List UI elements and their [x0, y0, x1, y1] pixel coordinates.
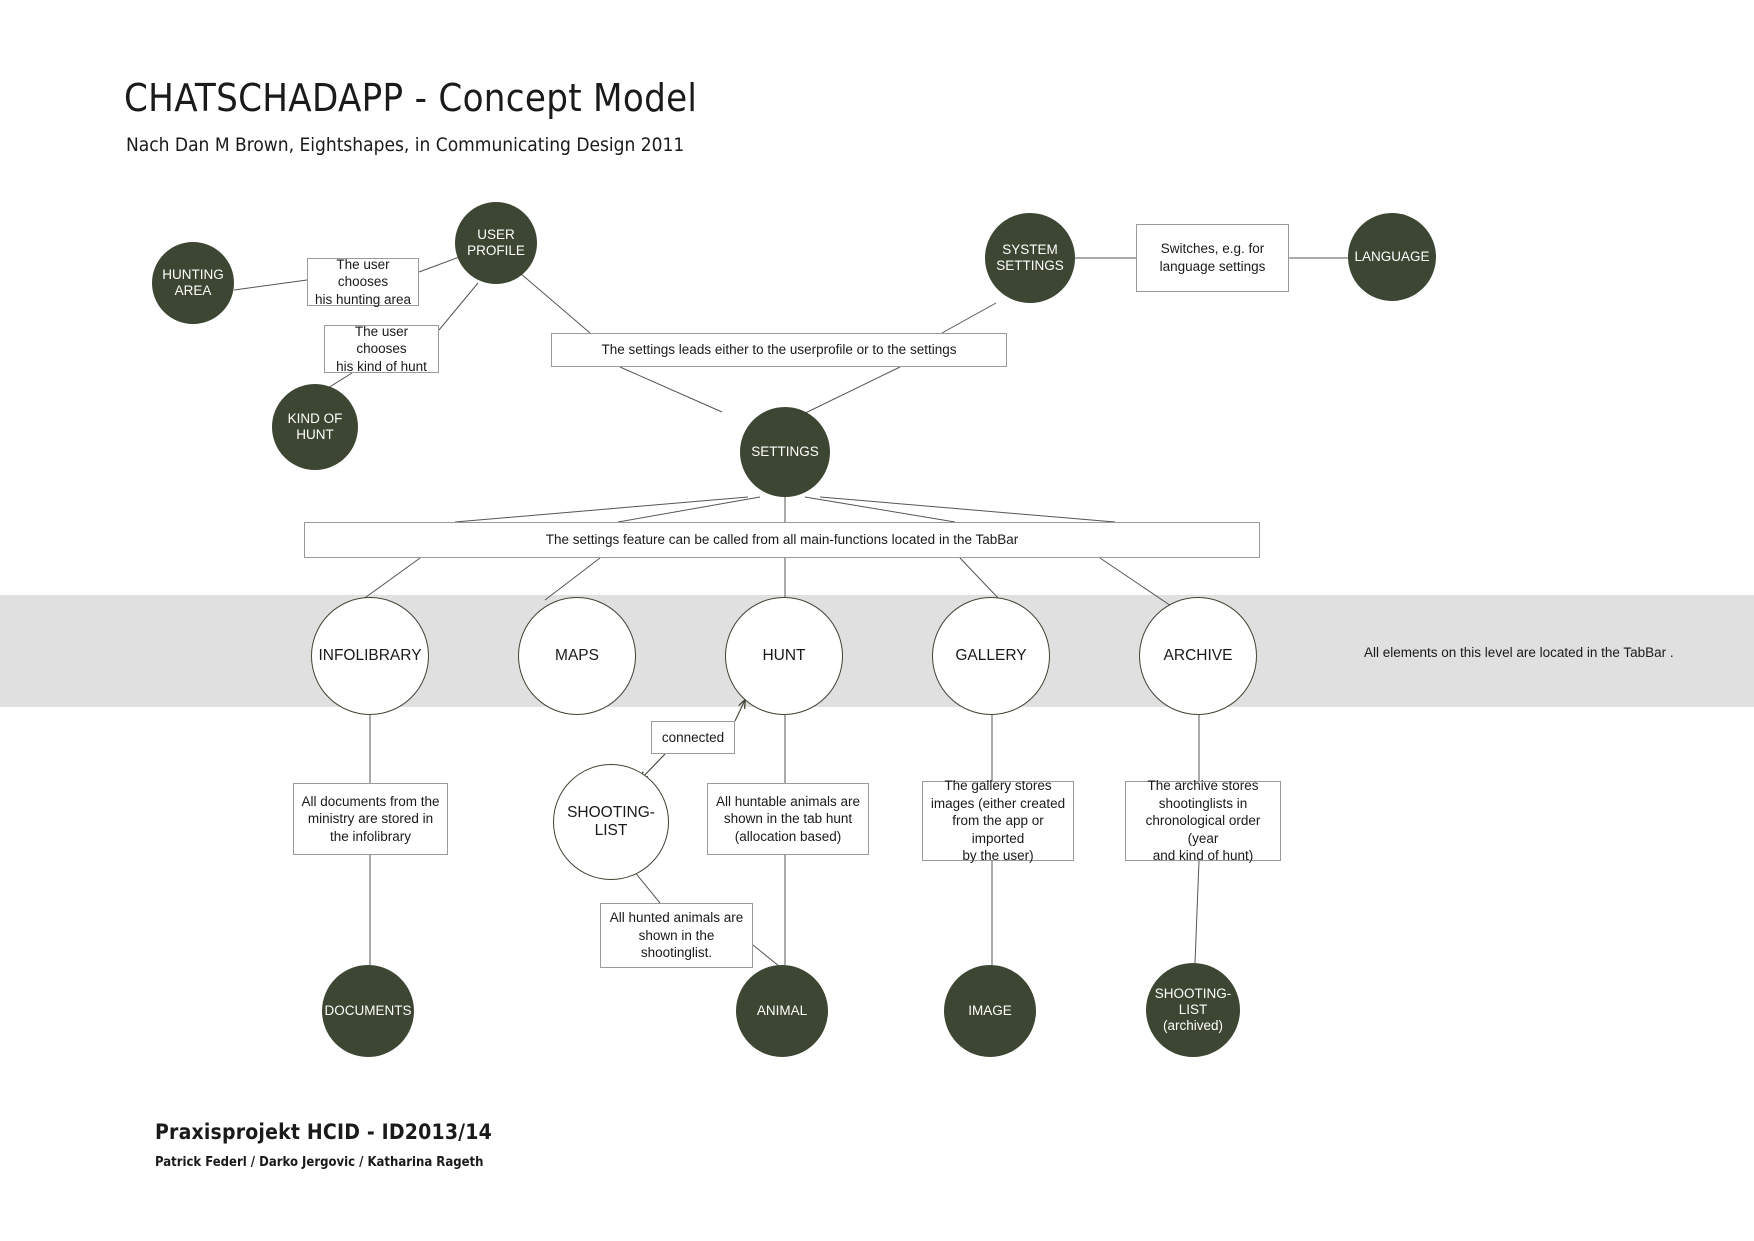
node-label-kind-of-hunt: KIND OF HUNT [287, 411, 343, 442]
note-tabbar-text: The settings feature can be called from … [545, 532, 1019, 548]
node-shooting-list-archived[interactable]: SHOOTING- LIST (archived) [1146, 963, 1240, 1057]
node-label-hunt: HUNT [762, 646, 806, 664]
node-settings[interactable]: SETTINGS [740, 407, 830, 497]
node-label-archive: ARCHIVE [1163, 646, 1233, 664]
note-hunting-area-text: The user chooses his hunting area [314, 256, 412, 307]
node-label-shooting-list: SHOOTING- LIST [567, 803, 655, 839]
note-infolibrary-text: All documents from the ministry are stor… [301, 793, 440, 844]
note-switches: Switches, e.g. for language settings [1136, 224, 1289, 292]
node-system-settings[interactable]: SYSTEM SETTINGS [985, 213, 1075, 303]
node-gallery[interactable]: GALLERY [932, 597, 1050, 715]
node-animal[interactable]: ANIMAL [736, 965, 828, 1057]
node-label-documents: DOCUMENTS [324, 1003, 412, 1019]
node-language[interactable]: LANGUAGE [1348, 213, 1436, 301]
footer-project: Praxisprojekt HCID - ID2013/14 [155, 1120, 492, 1144]
page-subtitle: Nach Dan M Brown, Eightshapes, in Commun… [126, 134, 685, 156]
note-settings-leads: The settings leads either to the userpro… [551, 333, 1007, 367]
node-shooting-list[interactable]: SHOOTING- LIST [553, 764, 669, 880]
page-title: CHATSCHADAPP - Concept Model [124, 76, 698, 120]
node-label-infolibrary: INFOLIBRARY [318, 646, 422, 664]
node-label-gallery: GALLERY [955, 646, 1027, 664]
note-infolibrary: All documents from the ministry are stor… [293, 783, 448, 855]
note-hunting-area: The user chooses his hunting area [307, 256, 419, 307]
note-archive-text: The archive stores shootinglists in chro… [1145, 778, 1261, 864]
node-hunting-area[interactable]: HUNTING AREA [152, 242, 234, 324]
node-label-user-profile: USER PROFILE [467, 227, 525, 258]
note-hunt: All huntable animals are shown in the ta… [707, 783, 869, 855]
note-tabbar: The settings feature can be called from … [304, 522, 1260, 558]
tabbar-level-band [0, 595, 1754, 707]
footer-authors: Patrick Federl / Darko Jergovic / Kathar… [155, 1155, 484, 1170]
node-kind-of-hunt[interactable]: KIND OF HUNT [272, 384, 358, 470]
node-infolibrary[interactable]: INFOLIBRARY [311, 597, 429, 715]
node-label-language: LANGUAGE [1354, 249, 1430, 265]
node-documents[interactable]: DOCUMENTS [322, 965, 414, 1057]
note-kind-of-hunt: The user chooses his kind of hunt [324, 323, 439, 374]
note-connected: connected [651, 721, 735, 754]
node-label-hunting-area: HUNTING AREA [162, 267, 224, 298]
band-caption: All elements on this level are located i… [1364, 645, 1674, 660]
note-connected-text: connected [661, 729, 725, 745]
note-shootinglist-text: All hunted animals are shown in the shoo… [609, 910, 744, 961]
note-gallery: The gallery stores images (either create… [922, 778, 1074, 863]
note-shootinglist: All hunted animals are shown in the shoo… [600, 903, 753, 968]
node-label-image: IMAGE [968, 1003, 1012, 1019]
node-label-shooting-list-archived: SHOOTING- LIST (archived) [1154, 986, 1232, 1033]
node-archive[interactable]: ARCHIVE [1139, 597, 1257, 715]
node-label-animal: ANIMAL [756, 1003, 808, 1019]
node-maps[interactable]: MAPS [518, 597, 636, 715]
node-image[interactable]: IMAGE [944, 965, 1036, 1057]
note-switches-text: Switches, e.g. for language settings [1159, 241, 1266, 274]
node-label-system-settings: SYSTEM SETTINGS [996, 242, 1064, 273]
note-hunt-text: All huntable animals are shown in the ta… [715, 793, 861, 844]
node-user-profile[interactable]: USER PROFILE [455, 202, 537, 284]
node-hunt[interactable]: HUNT [725, 597, 843, 715]
note-gallery-text: The gallery stores images (either create… [930, 778, 1066, 864]
note-settings-leads-text: The settings leads either to the userpro… [601, 342, 957, 358]
node-label-maps: MAPS [555, 646, 599, 664]
note-kind-of-hunt-text: The user chooses his kind of hunt [336, 323, 427, 374]
note-archive: The archive stores shootinglists in chro… [1125, 778, 1281, 863]
node-label-settings: SETTINGS [751, 444, 819, 460]
